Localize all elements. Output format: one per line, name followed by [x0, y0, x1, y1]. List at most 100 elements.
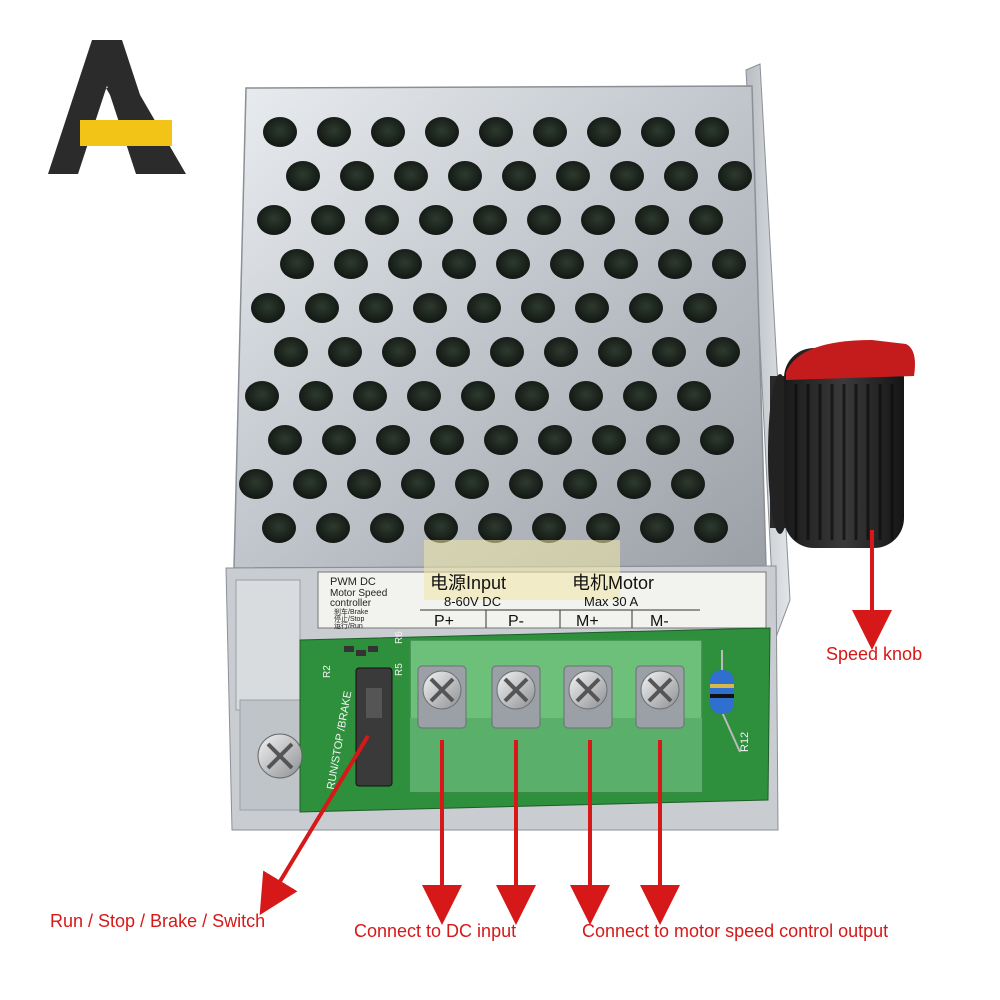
cover-hole: [718, 161, 752, 191]
cover-hole: [569, 381, 603, 411]
switch-callout: Run / Stop / Brake / Switch: [50, 911, 266, 931]
cover-hole: [340, 161, 374, 191]
cover-hole: [430, 425, 464, 455]
spec-label: PWM DC Motor Speed controller 刹车/Brake 停…: [317, 540, 767, 630]
cover-hole: [382, 337, 416, 367]
legend-run: 运行/Run: [334, 621, 363, 630]
cover-hole: [305, 293, 339, 323]
cover-hole: [604, 249, 638, 279]
cover-hole: [407, 381, 441, 411]
cover-hole: [598, 337, 632, 367]
cover-hole: [550, 249, 584, 279]
arrow-icon: [259, 734, 370, 916]
cover-hole: [263, 117, 297, 147]
cover-hole: [286, 161, 320, 191]
cover-hole: [610, 161, 644, 191]
cover-hole: [640, 513, 674, 543]
terminal-screw[interactable]: [491, 665, 541, 729]
cover-holes: [239, 117, 752, 543]
label-line-1: PWM DC: [330, 576, 376, 588]
cover-hole: [515, 381, 549, 411]
cover-hole: [646, 425, 680, 455]
cover-hole: [617, 469, 651, 499]
cover-hole: [635, 205, 669, 235]
cover-hole: [521, 293, 555, 323]
terminal-screw[interactable]: [417, 665, 467, 729]
cover-hole: [700, 425, 734, 455]
cover-hole: [478, 513, 512, 543]
terminal-label-p-plus: P+: [434, 613, 454, 630]
knob-ribs: [794, 384, 894, 540]
cover-hole: [467, 293, 501, 323]
cover-hole: [490, 337, 524, 367]
cover-hole: [473, 205, 507, 235]
cover-hole: [484, 425, 518, 455]
cover-hole: [502, 161, 536, 191]
cover-hole: [652, 337, 686, 367]
cover-hole: [527, 205, 561, 235]
cover-hole: [689, 205, 723, 235]
cover-hole: [563, 469, 597, 499]
cover-hole: [496, 249, 530, 279]
resistor-marking: R12: [739, 732, 751, 752]
cover-hole: [274, 337, 308, 367]
cover-hole: [328, 337, 362, 367]
label-line-3: controller: [330, 598, 372, 609]
cover-hole: [365, 205, 399, 235]
cover-hole: [376, 425, 410, 455]
cover-hole: [509, 469, 543, 499]
board-mark-r5: R5: [394, 663, 405, 676]
cover-hole: [262, 513, 296, 543]
terminal-label-m-minus: M-: [650, 613, 669, 630]
cover-hole: [268, 425, 302, 455]
brand-logo-icon: [48, 40, 186, 174]
cover-hole: [311, 205, 345, 235]
cover-hole: [479, 117, 513, 147]
cover-hole: [575, 293, 609, 323]
cover-hole: [370, 513, 404, 543]
cover-hole: [413, 293, 447, 323]
motor-text: 电机Motor: [572, 573, 654, 593]
cover-hole: [671, 469, 705, 499]
cover-hole: [629, 293, 663, 323]
motor-output-callout: Connect to motor speed control output: [582, 921, 889, 941]
cover-hole: [641, 117, 675, 147]
cover-hole: [353, 381, 387, 411]
cover-hole: [347, 469, 381, 499]
board-mark-r6: R6: [394, 631, 405, 644]
cover-hole: [581, 205, 615, 235]
cover-hole: [658, 249, 692, 279]
cover-hole: [677, 381, 711, 411]
terminal-screw[interactable]: [635, 665, 685, 729]
cover-hole: [424, 513, 458, 543]
cover-hole: [587, 117, 621, 147]
speed-knob-icon[interactable]: [768, 340, 915, 548]
terminal-label-p-minus: P-: [508, 613, 524, 630]
board-mark-r2: R2: [322, 665, 333, 678]
cover-hole: [533, 117, 567, 147]
cover-hole: [695, 117, 729, 147]
terminal-screw[interactable]: [563, 665, 613, 729]
terminal-screws: [417, 665, 685, 729]
cover-hole: [245, 381, 279, 411]
cover-hole: [592, 425, 626, 455]
cover-hole: [623, 381, 657, 411]
legend-brake: 刹车/Brake: [334, 607, 368, 616]
cover-hole: [706, 337, 740, 367]
cover-hole: [251, 293, 285, 323]
terminal-label-m-plus: M+: [576, 613, 599, 630]
cover-hole: [448, 161, 482, 191]
cover-hole: [425, 117, 459, 147]
mount-screw: [257, 733, 303, 779]
cover-hole: [316, 513, 350, 543]
cover-hole: [419, 205, 453, 235]
cover-hole: [544, 337, 578, 367]
run-stop-brake-switch[interactable]: [355, 667, 393, 787]
callout-arrows: [259, 530, 892, 925]
cover-hole: [461, 381, 495, 411]
cover-hole: [239, 469, 273, 499]
cover-hole: [371, 117, 405, 147]
dc-input-callout: Connect to DC input: [354, 921, 517, 941]
perforated-cover: [233, 85, 767, 569]
cover-hole: [394, 161, 428, 191]
